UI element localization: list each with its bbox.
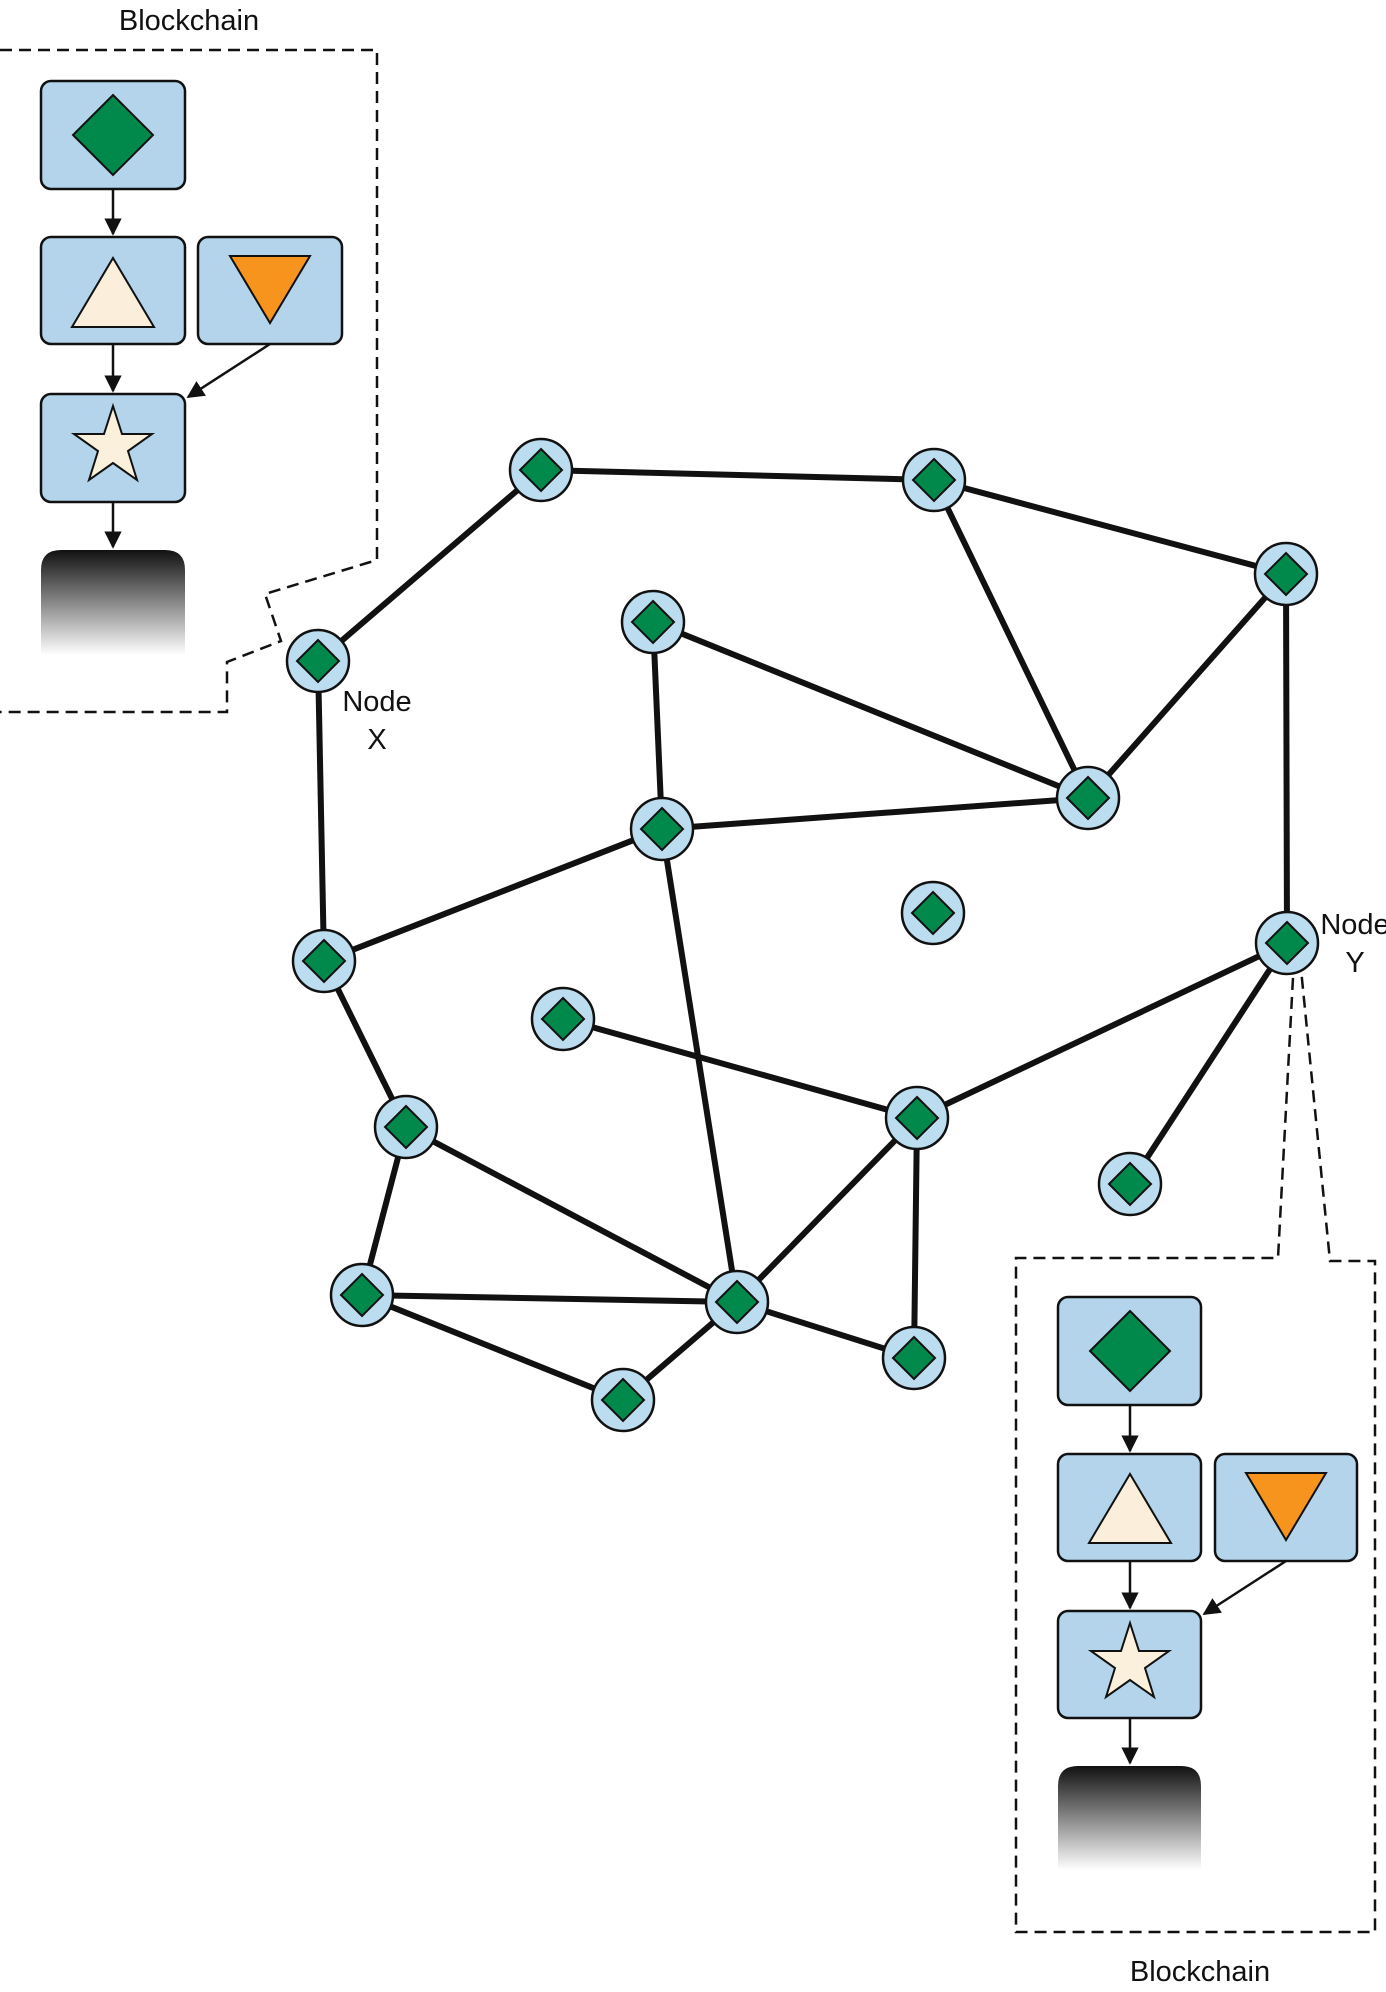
block-genesis bbox=[39, 79, 187, 191]
triangle-up-icon bbox=[1087, 1472, 1173, 1544]
chain-continuation-fade bbox=[1058, 1766, 1201, 1870]
network-edge bbox=[659, 795, 1091, 832]
blockchain-top-group: Blockchain bbox=[0, 5, 379, 714]
diamond-icon bbox=[1107, 1161, 1153, 1207]
star-icon bbox=[70, 402, 156, 483]
network-edge bbox=[560, 1016, 920, 1121]
block-tip bbox=[39, 392, 187, 504]
network-node-n1 bbox=[508, 437, 574, 503]
network-node-n12 bbox=[373, 1094, 439, 1160]
diamond-icon bbox=[540, 996, 586, 1042]
network-edge bbox=[650, 619, 1091, 801]
blockchain-bottom-boundary bbox=[1014, 958, 1377, 1934]
network-edge bbox=[931, 477, 1091, 801]
diamond-icon bbox=[1263, 551, 1309, 597]
network-node-x bbox=[285, 628, 351, 694]
diamond-icon bbox=[295, 638, 341, 684]
triangle-up-icon bbox=[70, 256, 156, 328]
network-edge bbox=[315, 467, 544, 664]
network-edge bbox=[315, 658, 327, 964]
node-y-label-line1: Node bbox=[1320, 909, 1386, 941]
network-edges bbox=[315, 467, 1290, 1403]
blockchain-bottom-group: Blockchain bbox=[1014, 958, 1377, 1988]
node-y-label-line2: Y bbox=[1345, 947, 1364, 979]
network-node-n3 bbox=[1253, 541, 1319, 607]
network-node-y bbox=[1254, 910, 1320, 976]
diamond-icon bbox=[911, 457, 957, 503]
network-node-n5 bbox=[620, 589, 686, 655]
diamond-icon bbox=[71, 93, 155, 177]
diamond-icon bbox=[600, 1377, 646, 1423]
triangle-down-icon bbox=[228, 255, 312, 325]
network-edge bbox=[1085, 571, 1289, 801]
diamond-icon bbox=[1264, 920, 1310, 966]
network-node-n14 bbox=[329, 1262, 395, 1328]
diamond-icon bbox=[630, 599, 676, 645]
network-edge bbox=[359, 1292, 626, 1403]
blockchain-top-boundary bbox=[0, 48, 379, 714]
blockchain-bottom-label: Blockchain bbox=[1130, 1956, 1270, 1988]
network-edge bbox=[1283, 571, 1290, 946]
diamond-icon bbox=[301, 938, 347, 984]
diamond-icon bbox=[1088, 1309, 1172, 1393]
diamond-icon bbox=[891, 1335, 937, 1381]
diamond-icon bbox=[910, 890, 956, 936]
network-node-n7 bbox=[629, 796, 695, 862]
chain-continuation-fade bbox=[41, 550, 185, 655]
blockchain-top-label: Blockchain bbox=[119, 5, 259, 37]
triangle-down-icon bbox=[1244, 1472, 1328, 1542]
network-edge bbox=[403, 1124, 740, 1305]
diamond-icon bbox=[518, 447, 564, 493]
star-icon bbox=[1087, 1619, 1173, 1700]
block-main bbox=[39, 235, 187, 346]
diamond-icon bbox=[1065, 775, 1111, 821]
network-edge bbox=[650, 619, 665, 832]
network-node-n8 bbox=[900, 880, 966, 946]
network-node-n15 bbox=[704, 1269, 770, 1335]
network-edge bbox=[914, 940, 1290, 1121]
network-node-n2 bbox=[901, 447, 967, 513]
block-tip bbox=[1056, 1609, 1203, 1720]
diamond-icon bbox=[339, 1272, 385, 1318]
network-nodes bbox=[285, 437, 1320, 1433]
network-edge bbox=[911, 1115, 920, 1361]
block-orphan bbox=[196, 235, 344, 346]
network-edge bbox=[538, 467, 937, 483]
chain-arrow bbox=[186, 342, 271, 399]
block-main bbox=[1056, 1452, 1203, 1563]
diamond-icon bbox=[383, 1104, 429, 1150]
network-edge bbox=[321, 826, 665, 964]
network-node-n9 bbox=[291, 928, 357, 994]
diamond-icon bbox=[894, 1095, 940, 1141]
network-node-n16 bbox=[1097, 1151, 1163, 1217]
network-edge bbox=[734, 1115, 920, 1305]
diamond-icon bbox=[714, 1279, 760, 1325]
chain-arrow bbox=[1202, 1559, 1287, 1616]
network-node-n11 bbox=[530, 986, 596, 1052]
node-x-label-line2: X bbox=[367, 724, 386, 756]
network-node-n6 bbox=[1055, 765, 1121, 831]
network-edge bbox=[659, 826, 740, 1305]
network-edge bbox=[1127, 940, 1290, 1187]
network-edge bbox=[931, 477, 1289, 577]
network-edge bbox=[359, 1292, 740, 1305]
diamond-icon bbox=[639, 806, 685, 852]
network-node-n13 bbox=[884, 1085, 950, 1151]
node-x-label-line1: Node bbox=[342, 686, 411, 718]
block-genesis bbox=[1056, 1295, 1203, 1407]
network-node-n18 bbox=[881, 1325, 947, 1391]
network-node-n17 bbox=[590, 1367, 656, 1433]
block-orphan bbox=[1213, 1452, 1359, 1563]
